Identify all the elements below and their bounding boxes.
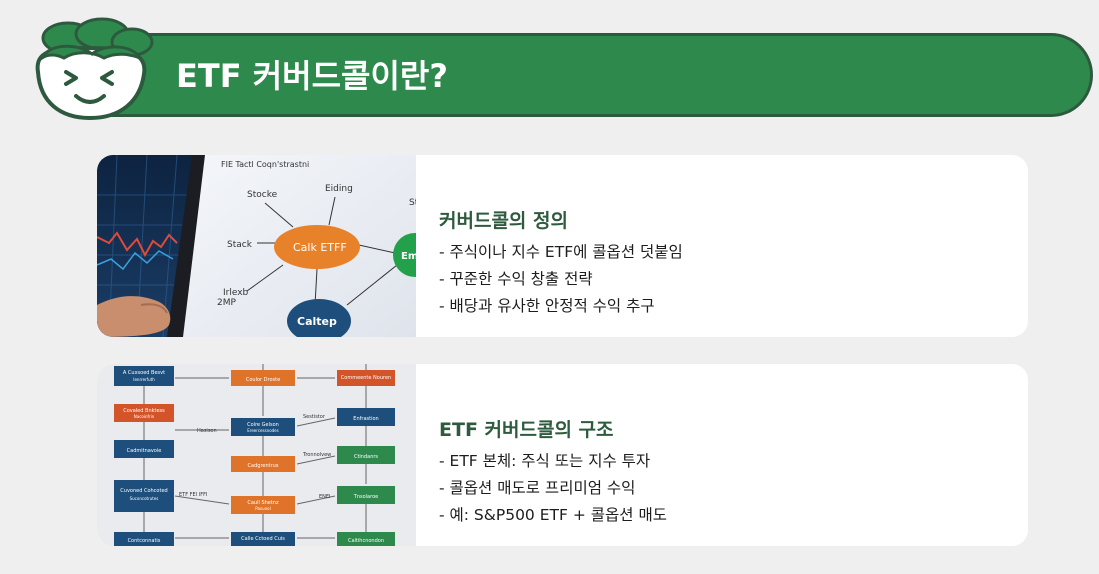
bullet-item: - 콜옵션 매도로 프리미엄 수익 bbox=[439, 479, 636, 497]
svg-text:Cadgrentrus: Cadgrentrus bbox=[248, 463, 279, 469]
svg-text:St: St bbox=[409, 198, 416, 208]
svg-text:Nacoinfrin: Nacoinfrin bbox=[134, 414, 155, 419]
svg-text:Caull Shetnz: Caull Shetnz bbox=[247, 500, 279, 506]
title-banner bbox=[108, 33, 1093, 117]
flowchart-image: A Cuxsoed Besvt Ienrrerfuth Covaled Bnkt… bbox=[97, 364, 416, 546]
svg-text:Ienrrerfuth: Ienrrerfuth bbox=[133, 377, 155, 382]
bullet-list: - ETF 본체: 주식 또는 지수 투자 - 콜옵션 매도로 프리미엄 수익 … bbox=[439, 448, 667, 529]
svg-text:Pasunol: Pasunol bbox=[255, 506, 270, 511]
svg-text:Ctindanrs: Ctindanrs bbox=[354, 454, 378, 460]
svg-text:Stack: Stack bbox=[227, 240, 253, 250]
svg-text:Enfrastion: Enfrastion bbox=[353, 416, 378, 422]
card-title: ETF 커버드콜의 구조 bbox=[439, 419, 614, 441]
svg-text:2MP: 2MP bbox=[217, 298, 236, 308]
svg-text:Irlexb: Irlexb bbox=[223, 288, 249, 298]
svg-text:ENEI: ENEI bbox=[319, 494, 331, 500]
bullet-list: - 주식이나 지수 ETF에 콜옵션 덧붙임 - 꾸준한 수익 창출 전략 - … bbox=[439, 239, 683, 320]
definition-card-body: 커버드콜의 정의 - 주식이나 지수 ETF에 콜옵션 덧붙임 - 꾸준한 수익… bbox=[439, 155, 999, 337]
svg-text:Sestistor: Sestistor bbox=[303, 414, 326, 420]
card-title: 커버드콜의 정의 bbox=[439, 210, 568, 232]
structure-card: A Cuxsoed Besvt Ienrrerfuth Covaled Bnkt… bbox=[97, 364, 1028, 546]
svg-text:Calk ETFF: Calk ETFF bbox=[293, 241, 347, 254]
svg-text:Cuvoned Cohcoted: Cuvoned Cohcoted bbox=[120, 488, 167, 494]
structure-card-body: ETF 커버드콜의 구조 - ETF 본체: 주식 또는 지수 투자 - 콜옵션… bbox=[439, 364, 999, 546]
svg-text:Colre Gelson: Colre Gelson bbox=[247, 422, 279, 428]
svg-text:FIE Tactl Coqn'strastni: FIE Tactl Coqn'strastni bbox=[221, 160, 309, 169]
definition-card: FIE Tactl Coqn'strastni Stocke Eiding St… bbox=[97, 155, 1028, 337]
svg-text:Caltihcnondon: Caltihcnondon bbox=[348, 538, 384, 544]
svg-text:Tronnolvew: Tronnolvew bbox=[302, 452, 331, 458]
mascot-logo bbox=[35, 17, 154, 121]
svg-text:Stocke: Stocke bbox=[247, 190, 278, 200]
svg-text:Em: Em bbox=[401, 251, 416, 262]
svg-text:Hasison: Hasison bbox=[197, 428, 217, 434]
bullet-item: - ETF 본체: 주식 또는 지수 투자 bbox=[439, 452, 651, 470]
bullet-item: - 주식이나 지수 ETF에 콜옵션 덧붙임 bbox=[439, 243, 683, 261]
bullet-item: - 꾸준한 수익 창출 전략 bbox=[439, 270, 593, 288]
svg-text:Covaled Bnktess: Covaled Bnktess bbox=[123, 408, 165, 414]
bullet-item: - 배당과 유사한 안정적 수익 추구 bbox=[439, 297, 655, 315]
svg-text:Ereercessnodes: Ereercessnodes bbox=[247, 428, 278, 433]
svg-text:Tnsolaroe: Tnsolaroe bbox=[353, 494, 378, 500]
svg-text:A Cuxsoed Besvt: A Cuxsoed Besvt bbox=[123, 370, 165, 376]
svg-text:Eiding: Eiding bbox=[325, 184, 353, 194]
bullet-item: - 예: S&P500 ETF + 콜옵션 매도 bbox=[439, 506, 667, 524]
svg-text:Suconcotrutes: Suconcotrutes bbox=[130, 496, 159, 501]
svg-text:ETF FEI IFFI: ETF FEI IFFI bbox=[179, 492, 207, 498]
svg-text:Commeente Nouren: Commeente Nouren bbox=[341, 375, 391, 381]
tablet-diagram-image: FIE Tactl Coqn'strastni Stocke Eiding St… bbox=[97, 155, 416, 337]
svg-text:Contconnatis: Contconnatis bbox=[128, 538, 161, 544]
svg-text:Coulor Droste: Coulor Droste bbox=[246, 377, 280, 383]
svg-text:Caltep: Caltep bbox=[297, 315, 337, 328]
svg-text:Cadmitnavoie: Cadmitnavoie bbox=[127, 448, 162, 454]
svg-text:Calle Cctoed Cuis: Calle Cctoed Cuis bbox=[241, 536, 285, 542]
page-title: ETF 커버드콜이란? bbox=[176, 57, 448, 95]
